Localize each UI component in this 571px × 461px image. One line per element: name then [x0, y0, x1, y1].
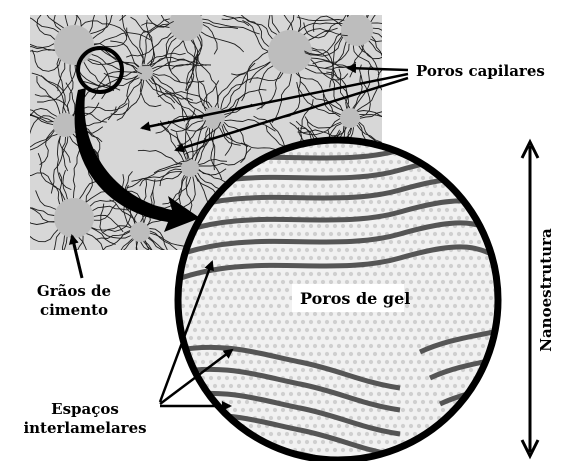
interlamellar-spaces-label: Espaços interlamelares: [10, 400, 160, 438]
cement-grains-label: Grãos de cimento: [22, 282, 126, 320]
cement-grain: [169, 7, 203, 41]
csh-fiber: [188, 0, 204, 7]
cement-grain: [341, 14, 373, 46]
csh-fiber: [161, 0, 183, 7]
csh-fiber: [182, 0, 191, 8]
csh-fiber: [150, 0, 176, 10]
cement-grain: [53, 113, 77, 137]
double-arrow-icon: [522, 142, 538, 456]
csh-fiber: [360, 0, 370, 14]
capillary-pores-label: Poros capilares: [416, 62, 545, 81]
gel-pores-label: Poros de gel: [300, 289, 410, 308]
csh-fiber: [194, 0, 218, 9]
csh-fiber: [151, 5, 179, 11]
csh-fiber: [317, 0, 348, 17]
cement-grain: [54, 25, 94, 65]
nanostructure-label-text: Nanoestrutura: [537, 228, 555, 352]
cement-grain: [137, 64, 153, 80]
interlamellar-label-line1: Espaços: [10, 400, 160, 419]
csh-fiber: [339, 0, 348, 16]
cement-grains-label-line2: cimento: [22, 301, 126, 320]
cement-grain: [268, 30, 312, 74]
cement-grain: [130, 222, 150, 242]
csh-fiber: [161, 0, 178, 13]
csh-fiber: [320, 0, 352, 15]
csh-fiber: [362, 0, 379, 15]
interlamellar-label-line2: interlamelares: [10, 419, 160, 438]
cement-grains-label-line1: Grãos de: [22, 282, 126, 301]
csh-fiber: [344, 0, 368, 17]
csh-fiber: [201, 0, 233, 15]
